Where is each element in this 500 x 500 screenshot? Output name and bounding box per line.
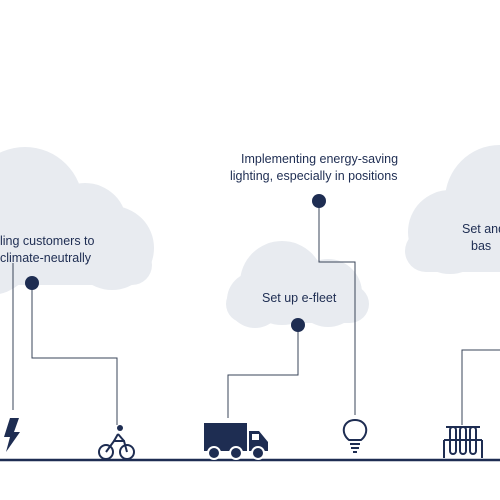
cloud-left-label-line2: climate-neutrally: [0, 251, 92, 265]
lighting-label-line2: lighting, especially in positions: [230, 169, 398, 183]
cyclist-icon: [98, 425, 135, 460]
cloud-left: [0, 147, 154, 294]
truck-icon: [204, 423, 268, 460]
connector-cyclist: [31, 283, 118, 425]
connector-lightbulb: [318, 201, 356, 415]
anchor-dot-top: [312, 194, 326, 208]
cloud-right-label-line2: bas: [471, 239, 492, 253]
lightning-icon: [4, 418, 20, 452]
connector-truck: [227, 325, 299, 418]
lighting-label-line1: Implementing energy-saving: [241, 152, 399, 166]
anchor-dot-center: [291, 318, 305, 332]
connector-lines: [12, 201, 500, 425]
connector-testtubes: [461, 349, 500, 425]
anchor-dot-left: [25, 276, 39, 290]
cloud-center: [226, 241, 369, 328]
lightbulb-icon: [342, 418, 368, 453]
cloud-right: [405, 145, 500, 274]
cloud-center-label: Set up e-fleet: [262, 291, 337, 305]
cloud-right-label-line1: Set and: [462, 222, 500, 236]
cloud-left-label-line1: ling customers to: [0, 234, 95, 248]
test-tubes-icon: [443, 426, 483, 458]
